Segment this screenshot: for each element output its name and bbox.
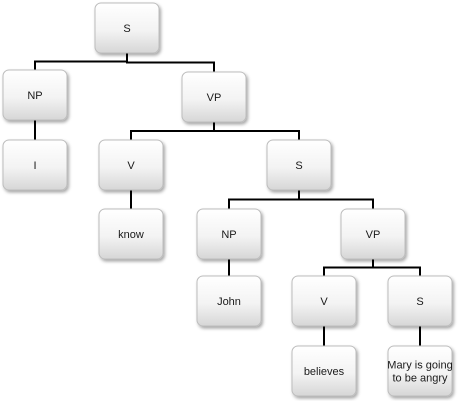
node-box [291, 345, 357, 397]
tree-node: John [196, 275, 262, 327]
node-label: S [416, 296, 423, 308]
tree-node: S [266, 139, 332, 191]
node-box [291, 275, 357, 327]
tree-node: V [291, 275, 357, 327]
node-label: believes [304, 366, 345, 378]
edge-n3-n5 [130, 122, 215, 140]
node-label: V [127, 160, 135, 172]
tree-node: S [94, 2, 160, 54]
tree-node: believes [291, 345, 357, 397]
node-label: VP [366, 229, 381, 241]
node-label: I [33, 160, 36, 172]
node-label: S [295, 160, 302, 172]
node-box [2, 69, 68, 121]
node-box [94, 2, 160, 54]
node-label-line: to be angry [392, 373, 448, 385]
tree-node: NP [196, 208, 262, 260]
edge-n9-n11 [323, 259, 374, 276]
edge-n6-n8 [228, 190, 300, 209]
edge-n3-n6 [213, 122, 300, 140]
edge-n6-n9 [298, 190, 374, 209]
node-label: NP [27, 90, 42, 102]
edge-n1-n3 [126, 53, 215, 72]
edge-n9-n12 [372, 259, 421, 276]
node-box [98, 139, 164, 191]
node-label: John [217, 296, 241, 308]
tree-node: NP [2, 69, 68, 121]
node-box [98, 208, 164, 260]
node-label: know [118, 229, 144, 241]
node-label: NP [221, 229, 236, 241]
edges-layer [34, 53, 421, 346]
tree-node: V [98, 139, 164, 191]
node-label-line: Mary is going [387, 360, 452, 372]
node-label: V [320, 296, 328, 308]
tree-node: VP [340, 208, 406, 260]
node-box [2, 139, 68, 191]
tree-node: S [387, 275, 453, 327]
edge-n1-n2 [34, 53, 128, 70]
tree-node: I [2, 139, 68, 191]
node-box [196, 275, 262, 327]
tree-node: know [98, 208, 164, 260]
tree-node: VP [181, 71, 247, 123]
node-box [387, 275, 453, 327]
node-label: VP [207, 92, 222, 104]
node-box [387, 345, 453, 397]
node-label: S [123, 23, 130, 35]
node-box [196, 208, 262, 260]
node-box [266, 139, 332, 191]
node-box [340, 208, 406, 260]
node-box [181, 71, 247, 123]
